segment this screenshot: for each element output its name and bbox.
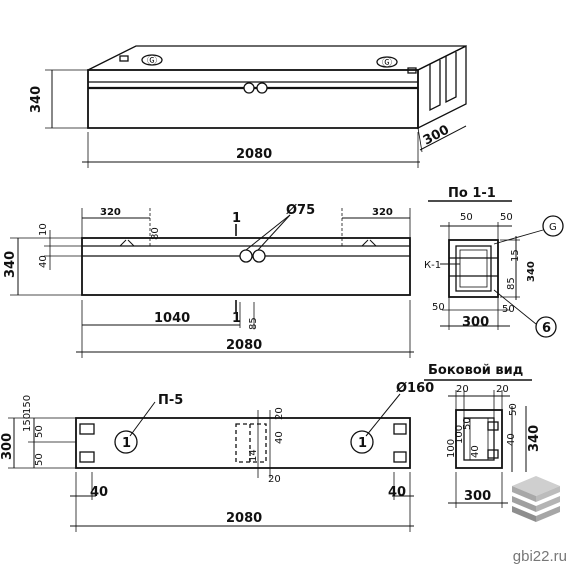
hole-right <box>256 82 268 94</box>
dim-depth-300: 300 <box>421 123 452 149</box>
plan-dim-150b: 150 <box>22 395 33 414</box>
section-outline <box>448 239 499 298</box>
side-dim-40v: 40 <box>470 445 481 458</box>
dim-340-front: 340 <box>3 251 18 278</box>
perspective-view <box>45 44 467 168</box>
front-outline <box>81 237 411 296</box>
section-mark-top: 1 <box>232 211 241 226</box>
sec-dim-15: 15 <box>510 249 521 262</box>
lifting-loop-right <box>376 56 398 68</box>
callout-6 <box>535 316 557 338</box>
dim-40: 40 <box>38 255 49 268</box>
dim-2080-front: 2080 <box>226 338 262 353</box>
callout-6-text: 6 <box>542 321 551 336</box>
dim-1040: 1040 <box>154 311 190 326</box>
loop-mark-left: Ⓖ <box>147 55 157 67</box>
plan-dim-50b: 50 <box>34 453 45 466</box>
side-view <box>424 379 532 508</box>
plan-view <box>8 393 414 532</box>
plan-dim-2080: 2080 <box>226 511 262 526</box>
plan-label-p5: П-5 <box>158 393 183 408</box>
section-1-1 <box>428 200 564 338</box>
plan-hole-left <box>114 430 138 454</box>
plan-dim-150a: 150 <box>22 413 33 432</box>
dim-hole-75: Ø75 <box>286 203 315 218</box>
side-dim-40: 40 <box>506 433 517 446</box>
beam-front-face <box>87 69 419 129</box>
plan-outline <box>75 417 411 469</box>
plan-dim-14: 14 <box>248 449 259 462</box>
dim-height-340: 340 <box>29 86 44 113</box>
plan-dim-50a: 50 <box>34 425 45 438</box>
plan-hole-dia: Ø160 <box>396 381 434 396</box>
sec-dim-50-tr: 50 <box>500 212 513 223</box>
hole-left <box>243 82 255 94</box>
beam-side-face <box>417 44 467 130</box>
side-dim-300: 300 <box>464 489 491 504</box>
plan-dim-40-center: 40 <box>274 431 285 444</box>
side-dim-340: 340 <box>527 425 542 452</box>
dim-320-left: 320 <box>100 207 121 218</box>
side-title: Боковой вид <box>428 363 523 378</box>
sec-label-k1: К-1 <box>424 260 441 271</box>
callout-g-text: G <box>549 222 557 233</box>
dim-85: 85 <box>248 317 259 330</box>
loop-mark-right: Ⓖ <box>382 57 392 69</box>
sec-dim-340: 340 <box>526 261 537 282</box>
plan-dim-20-top: 20 <box>274 407 285 420</box>
section-title: По 1-1 <box>448 186 496 201</box>
callout-g <box>542 215 564 237</box>
side-dim-100a: 100 <box>446 439 457 458</box>
plan-dim-40-right: 40 <box>388 485 406 500</box>
dim-80: 80 <box>150 227 161 240</box>
sec-dim-50-tl: 50 <box>460 212 473 223</box>
sec-dim-50-bl: 50 <box>432 302 445 313</box>
lifting-loop-left <box>141 54 163 66</box>
front-elevation <box>10 208 414 358</box>
side-dim-100b: 100 <box>454 425 465 444</box>
plan-hole-right <box>350 430 374 454</box>
plan-dim-40-left: 40 <box>90 485 108 500</box>
dim-320-right: 320 <box>372 207 393 218</box>
side-outline <box>455 409 503 469</box>
plan-dim-20-bottom: 20 <box>268 474 281 485</box>
plan-mark-left: 1 <box>122 436 131 451</box>
sec-dim-85: 85 <box>506 277 517 290</box>
plan-dim-300: 300 <box>0 433 15 460</box>
sec-dim-50-br: 50 <box>502 304 515 315</box>
watermark-text: gbi22.ru <box>512 548 567 565</box>
side-dim-50v: 50 <box>462 417 473 430</box>
dim-10: 10 <box>38 223 49 236</box>
side-dim-20b: 20 <box>496 384 509 395</box>
section-mark-bottom: 1 <box>232 311 241 326</box>
dim-length-2080: 2080 <box>236 147 272 162</box>
sec-dim-300: 300 <box>462 315 489 330</box>
plan-mark-right: 1 <box>358 436 367 451</box>
side-dim-20a: 20 <box>456 384 469 395</box>
side-dim-50: 50 <box>508 403 519 416</box>
beam-top-face <box>87 45 467 71</box>
watermark-logo-icon <box>512 476 560 522</box>
